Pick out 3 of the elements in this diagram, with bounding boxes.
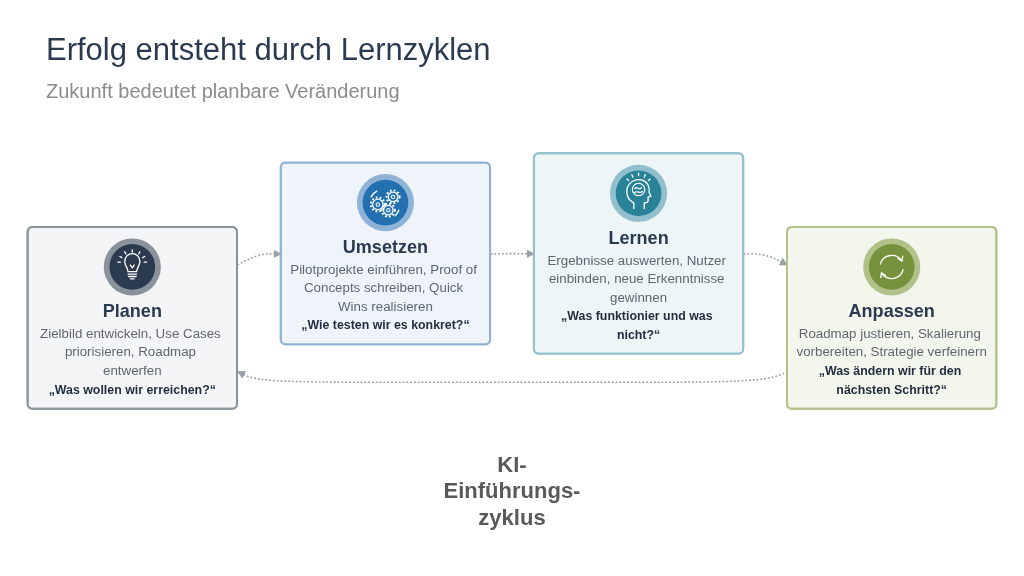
- subtitle: Zukunft bedeutet planbare Veränderung: [46, 80, 400, 103]
- cycle-name: KI- Einführungs- zyklus: [443, 452, 581, 532]
- slide-title: Erfolg entsteht durch Lernzyklen: [46, 32, 491, 68]
